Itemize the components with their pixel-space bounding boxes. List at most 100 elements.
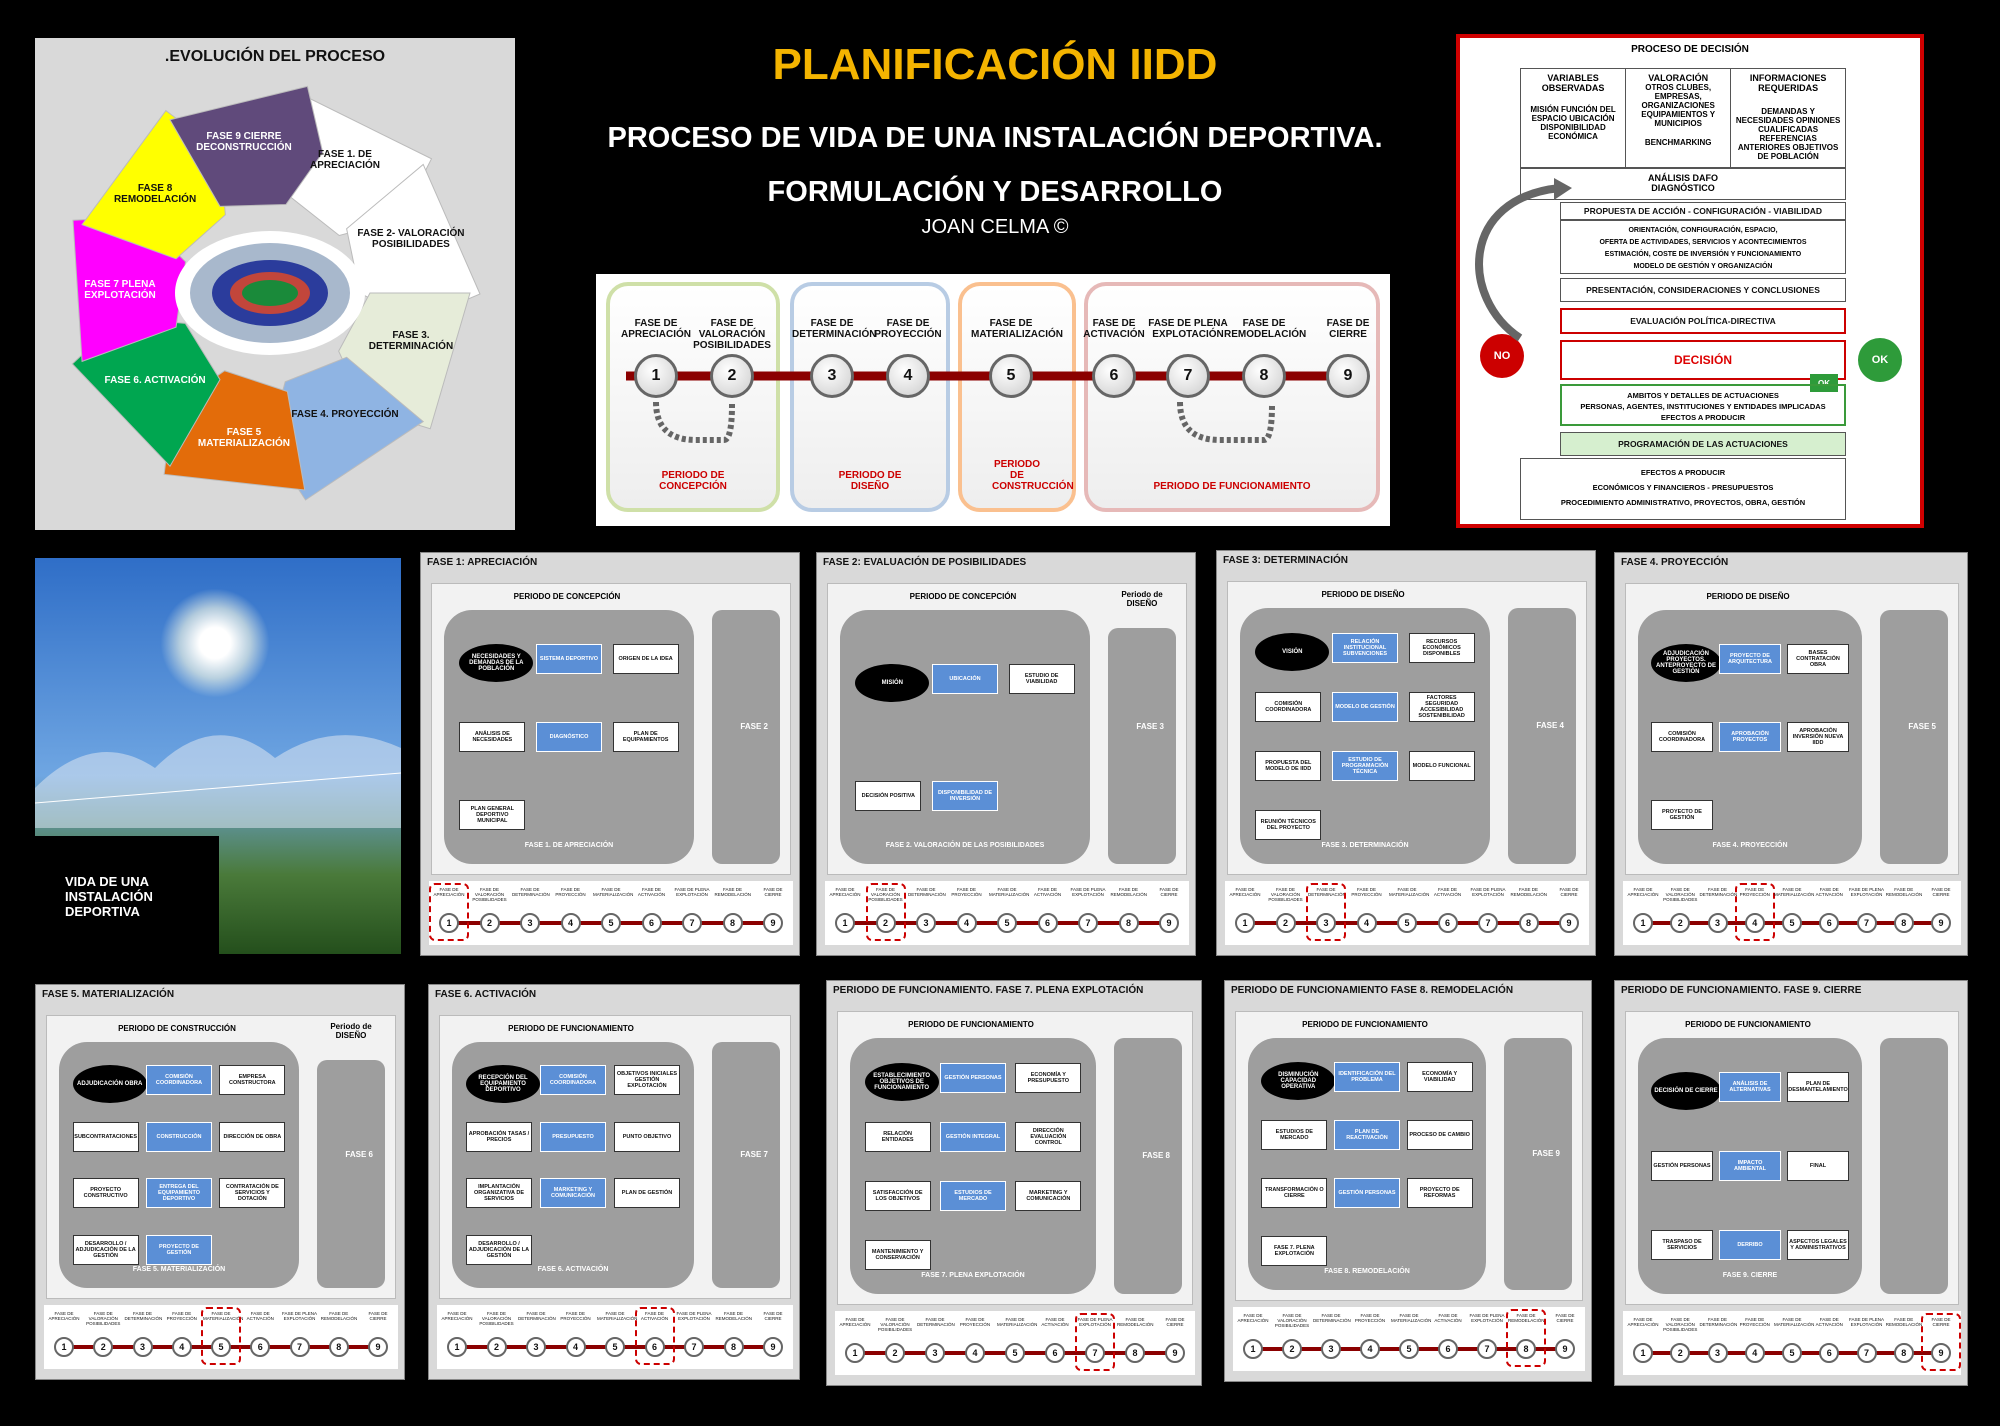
timeline-phase-label: FASE DE VALORACIÓN POSIBILIDADES (693, 318, 771, 351)
efectos-box: EFECTOS A PRODUCIR ECONÓMICOS Y FINANCIE… (1520, 458, 1846, 520)
ambitos-line: AMBITOS Y DETALLES DE ACTUACIONES (1627, 391, 1779, 400)
decision-title: PROCESO DE DECISIÓN (1631, 44, 1749, 55)
track-node: 3 (132, 1337, 153, 1357)
flow-node: PLAN DE REACTIVACIÓN (1334, 1120, 1400, 1150)
period-box: PERIODO DE DISEÑO (790, 282, 950, 512)
track-label: FASE DE REMODELACIÓN (1885, 1317, 1923, 1327)
figure-caption: FASE 8. REMODELACIÓN (1324, 1268, 1410, 1275)
page-subtitle-2: FORMULACIÓN Y DESARROLLO (767, 176, 1223, 208)
flow-node: DISMINUCIÓN CAPACIDAD OPERATIVA (1261, 1062, 1336, 1100)
next-phase-arrow: FASE 4 (1536, 721, 1564, 730)
track-node: 6 (1037, 913, 1058, 933)
flow-node: OBJETIVOS INICIALES GESTIÓN EXPLOTACIÓN (614, 1065, 680, 1096)
track-label: FASE DE APRECIACIÓN (1229, 887, 1261, 897)
photo-caption-box (35, 836, 219, 954)
track-label: FASE DE REMODELACIÓN (1110, 887, 1148, 897)
track-node: 2 (479, 913, 500, 933)
track-selected-marker (1306, 883, 1346, 941)
flow-node: SISTEMA DEPORTIVO (536, 644, 602, 674)
flow-node: DECISIÓN POSITIVA (855, 780, 922, 811)
track-node: 5 (1397, 913, 1417, 933)
track-node: 1 (1633, 913, 1653, 933)
track-label: FASE DE PROYECCIÓN (555, 887, 586, 897)
timeline-phase-label: FASE DE PROYECCIÓN (874, 318, 942, 340)
track-label: FASE DE PLENA EXPLOTACIÓN (1070, 887, 1106, 897)
track-node: 5 (1399, 1339, 1419, 1359)
track-node: 5 (211, 1337, 231, 1357)
flow-node: ENTREGA DEL EQUIPAMIENTO DEPORTIVO (146, 1178, 212, 1209)
track-label: FASE DE DETERMINACIÓN (1308, 887, 1346, 897)
figure-side-area (1880, 610, 1948, 864)
flow-node: UBICACIÓN (932, 663, 998, 694)
flow-node: DIRECCIÓN EVALUACIÓN CONTROL (1015, 1121, 1082, 1152)
track-label: FASE DE VALORACIÓN POSIBILIDADES (1663, 887, 1698, 902)
track-node: 6 (1045, 1343, 1065, 1363)
track-selected-marker (201, 1307, 241, 1365)
flow-node: DESARROLLO / ADJUDICACIÓN DE LA GESTIÓN (72, 1234, 139, 1265)
ambitos-box: AMBITOS Y DETALLES DE ACTUACIONES PERSON… (1560, 384, 1846, 426)
timeline-phase-label: FASE DE DETERMINACIÓN (792, 318, 877, 340)
track-label: FASE DE APRECIACIÓN (839, 1317, 871, 1327)
track-node: 6 (641, 913, 662, 933)
flow-node: APROBACIÓN INVERSIÓN NUEVA IIDD (1787, 722, 1849, 752)
flow-node: RELACIÓN ENTIDADES (864, 1121, 931, 1152)
track-node: 8 (722, 913, 743, 933)
track-label: FASE DE CIERRE (1159, 887, 1179, 897)
figure-side-label: Periodo de DISEÑO (330, 1022, 372, 1040)
decision-row: DECISIÓN (1560, 340, 1846, 380)
track-label: FASE DE MATERIALIZACIÓN (593, 887, 634, 897)
track-node: 8 (1893, 913, 1914, 933)
figure-side-area (712, 610, 780, 864)
cycle-phase-label: FASE 7 PLENA EXPLOTACIÓN (84, 279, 156, 301)
track-label: FASE DE PLENA EXPLOTACIÓN (1470, 887, 1506, 897)
flow-node: DIRECCIÓN DE OBRA (219, 1121, 286, 1152)
page-subtitle-1: PROCESO DE VIDA DE UNA INSTALACIÓN DEPOR… (607, 122, 1383, 154)
track-label: FASE DE REMODELACIÓN (320, 1311, 358, 1321)
figure-caption: FASE 1. DE APRECIACIÓN (524, 842, 614, 849)
track-label: FASE DE PROYECCIÓN (560, 1311, 591, 1321)
figure-side-area (1508, 608, 1576, 864)
track-label: FASE DE PROYECCIÓN (1354, 1313, 1386, 1323)
flow-node: ESTABLECIMIENTO OBJETIVOS DE FUNCIONAMIE… (864, 1062, 939, 1101)
track-label: FASE DE DETERMINACIÓN (908, 887, 946, 897)
flow-node: ASPECTOS LEGALES Y ADMINISTRATIVOS (1787, 1229, 1849, 1260)
next-phase-arrow: FASE 8 (1142, 1151, 1170, 1160)
track-node: 4 (1356, 913, 1377, 933)
flow-node: APROBACIÓN PROYECTOS (1719, 722, 1781, 752)
track-label: FASE DE PLENA EXPLOTACIÓN (1848, 887, 1884, 897)
track-node: 2 (885, 1343, 905, 1363)
loop-arrow (1475, 178, 1572, 342)
track-node: 2 (1670, 1343, 1691, 1363)
flow-node: ESTUDIO DE VIABILIDAD (1008, 663, 1075, 694)
flow-node: DESARROLLO / ADJUDICACIÓN DE LA GESTIÓN (466, 1234, 532, 1265)
ambitos-line: EFECTOS A PRODUCIR (1660, 413, 1746, 422)
track-label: FASE DE PLENA EXPLOTACIÓN (1077, 1317, 1113, 1327)
timeline-phase-label: FASE DE PLENA EXPLOTACIÓN (1148, 318, 1228, 340)
flow-node: COMISIÓN COORDINADORA (1255, 691, 1322, 722)
programacion-row: PROGRAMACIÓN DE LAS ACTUACIONES (1560, 432, 1846, 456)
track-selected-marker (1506, 1309, 1546, 1367)
track-node: 1 (845, 1343, 865, 1363)
track-node: 3 (1707, 913, 1728, 933)
track-node: 2 (486, 1337, 507, 1357)
flow-node: COMISIÓN COORDINADORA (146, 1065, 212, 1096)
flow-node: IDENTIFICACIÓN DEL PROBLEMA (1334, 1062, 1400, 1092)
flow-node: EMPRESA CONSTRUCTORA (219, 1065, 286, 1096)
track-node: 3 (520, 913, 540, 933)
flow-node: IMPACTO AMBIENTAL (1719, 1151, 1781, 1181)
track-node: 9 (1159, 913, 1179, 933)
flow-node: PLAN DE EQUIPAMIENTOS (612, 722, 679, 752)
track-node: 2 (93, 1337, 114, 1357)
figure-side-label: Periodo de DISEÑO (1121, 590, 1163, 608)
flow-node: PROYECTO DE ARQUITECTURA (1719, 644, 1781, 674)
timeline-phase-label: FASE DE CIERRE (1326, 318, 1370, 340)
period-label: PERIODO DE CONSTRUCCIÓN (992, 459, 1074, 492)
flow-node: DECISIÓN DE CIERRE (1651, 1072, 1721, 1111)
dafo-label: ANÁLISIS DAFO (1647, 173, 1718, 183)
prop-line: OFERTA DE ACTIVIDADES, SERVICIOS Y ACONT… (1599, 239, 1807, 246)
